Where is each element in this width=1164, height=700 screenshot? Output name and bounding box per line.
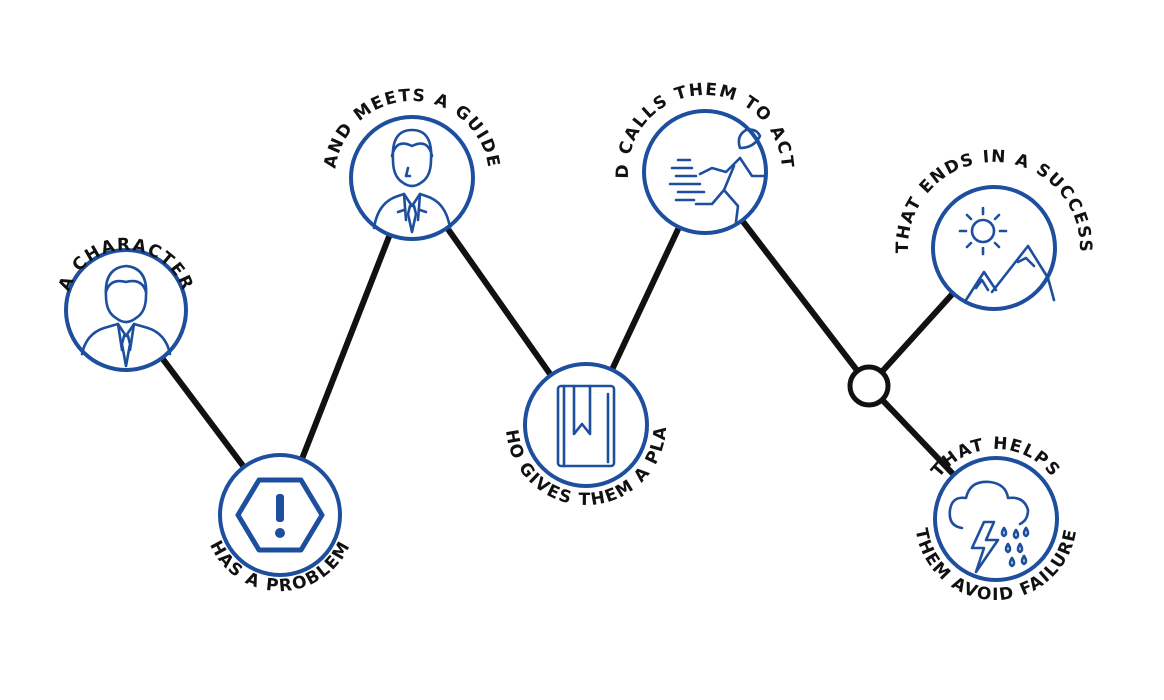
node-guide: AND MEETS A GUIDE xyxy=(321,86,502,241)
guide-person-icon xyxy=(372,128,452,234)
node-success-ring xyxy=(931,185,1057,311)
node-character-ring xyxy=(64,248,188,372)
junction-node xyxy=(847,364,891,408)
node-problem: HAS A PROBLEM xyxy=(205,453,353,596)
storm-cloud-icon xyxy=(948,480,1030,574)
node-failure-ring xyxy=(933,456,1059,582)
node-success: THAT ENDS IN A SUCCESS xyxy=(893,147,1094,311)
warning-hexagon-icon xyxy=(235,477,325,553)
node-guide-ring xyxy=(349,115,475,241)
node-failure: THAT HELPS THEM AVOID FAILURE xyxy=(911,434,1080,606)
node-plan-ring xyxy=(523,362,649,488)
sun-mountains-icon xyxy=(958,206,1056,302)
book-icon xyxy=(556,384,616,468)
node-character: A CHARACTER xyxy=(55,235,196,372)
running-person-icon xyxy=(668,128,768,224)
person-icon xyxy=(80,264,172,368)
